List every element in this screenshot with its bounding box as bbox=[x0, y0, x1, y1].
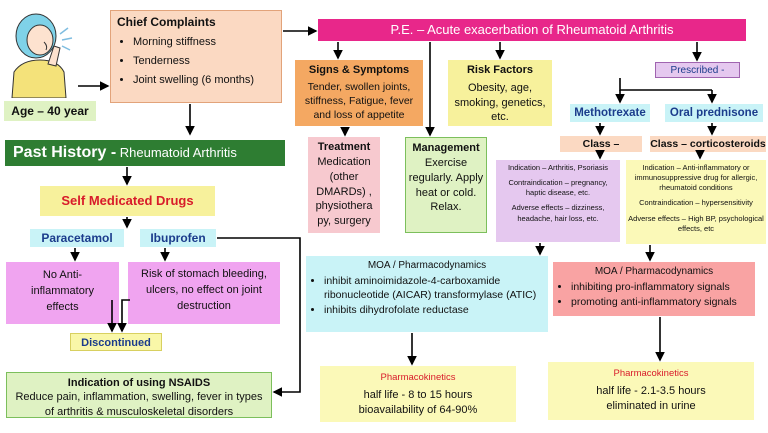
list-item: inhibits dihydrofolate reductase bbox=[324, 304, 544, 318]
methotrexate-details-box: Indication – Arthritis, Psoriasis Contra… bbox=[496, 160, 620, 242]
list-item: promoting anti-inflammatory signals bbox=[571, 296, 751, 310]
methotrexate-pk-title: Pharmacokinetics bbox=[380, 372, 456, 383]
prednisone-adverse: Adverse effects – High BP, psychological… bbox=[628, 213, 764, 233]
prednisone-pk-box: Pharmacokinetics half life - 2.1-3.5 hou… bbox=[548, 362, 754, 420]
methotrexate-moa-title: MOA / Pharmacodynamics bbox=[367, 260, 487, 271]
paracetamol-label: Paracetamol bbox=[30, 229, 124, 247]
chief-complaints-box: Chief Complaints Morning stiffness Tende… bbox=[110, 10, 282, 103]
prednisone-details-box: Indication – Anti-inflammatory or immuno… bbox=[626, 160, 766, 244]
arrow-prescribed-split bbox=[619, 78, 712, 91]
prednisone-pk-line: eliminated in urine bbox=[606, 399, 696, 412]
prednisone-moa-list: inhibiting pro-inflammatory signals prom… bbox=[557, 281, 751, 309]
ibuprofen-label: Ibuprofen bbox=[140, 229, 216, 247]
methotrexate-moa-list: inhibit aminoimidazole-4-carboxamide rib… bbox=[310, 275, 544, 318]
ibuprofen-effect-box: Risk of stomach bleeding, ulcers, no eff… bbox=[128, 262, 280, 324]
pe-banner: P.E. – Acute exacerbation of Rheumatoid … bbox=[318, 19, 746, 41]
nsaids-title: Indication of using NSAIDS bbox=[67, 377, 211, 389]
past-history-value: Rheumatoid Arthritis bbox=[119, 145, 237, 160]
risk-factors-box: Risk Factors Obesity, age, smoking, gene… bbox=[448, 60, 552, 126]
prescribed-box: Prescribed - bbox=[655, 62, 740, 78]
signs-text: Tender, swollen joints, stiffness, Fatig… bbox=[304, 81, 414, 121]
nsaids-text: Reduce pain, inflammation, swelling, fev… bbox=[15, 391, 263, 418]
patient-avatar-icon bbox=[11, 13, 73, 98]
list-item: Joint swelling (6 months) bbox=[133, 74, 275, 88]
methotrexate-adverse: Adverse effects – dizziness, headache, h… bbox=[511, 203, 605, 223]
signs-symptoms-box: Signs & Symptoms Tender, swollen joints,… bbox=[295, 60, 423, 126]
management-title: Management bbox=[412, 142, 480, 154]
paracetamol-effect-box: No Anti-inflammatory effects bbox=[6, 262, 119, 324]
risk-title: Risk Factors bbox=[466, 64, 534, 76]
list-item: inhibiting pro-inflammatory signals bbox=[571, 281, 751, 295]
prednisone-contraindication: Contraindication – hypersensitivity bbox=[639, 198, 753, 208]
list-item: Morning stiffness bbox=[133, 36, 275, 50]
prednisone-moa-box: MOA / Pharmacodynamics inhibiting pro-in… bbox=[553, 262, 755, 316]
prednisone-moa-title: MOA / Pharmacodynamics bbox=[594, 266, 714, 277]
prednisone-pk-title: Pharmacokinetics bbox=[613, 368, 689, 379]
treatment-box: Treatment Medication (other DMARDs) , ph… bbox=[308, 137, 380, 233]
methotrexate-contraindication: Contraindication – pregnancy, haptic dis… bbox=[508, 178, 608, 198]
age-label: Age – 40 year bbox=[4, 101, 96, 121]
past-history-banner: Past History - Rheumatoid Arthritis bbox=[5, 140, 285, 166]
methotrexate-class: Class – DMARDs bbox=[560, 136, 642, 152]
methotrexate-label: Methotrexate bbox=[570, 104, 650, 122]
management-text: Exercise regularly. Apply heat or cold. … bbox=[408, 156, 484, 214]
methotrexate-moa-box: MOA / Pharmacodynamics inhibit aminoimid… bbox=[306, 256, 548, 332]
past-history-label: Past History - bbox=[13, 144, 117, 161]
prednisone-label: Oral prednisone bbox=[665, 104, 763, 122]
discontinued-badge: Discontinued bbox=[70, 333, 162, 351]
nsaids-indication-box: Indication of using NSAIDS Reduce pain, … bbox=[6, 372, 272, 418]
prednisone-pk-line: half life - 2.1-3.5 hours bbox=[596, 384, 706, 397]
patient-illustration bbox=[2, 2, 76, 98]
methotrexate-indication: Indication – Arthritis, Psoriasis bbox=[507, 163, 609, 172]
list-item: Tenderness bbox=[133, 55, 275, 69]
risk-text: Obesity, age, smoking, genetics, etc. bbox=[454, 82, 546, 123]
prednisone-indication: Indication – Anti-inflammatory or immuno… bbox=[634, 163, 758, 193]
chief-complaints-title: Chief Complaints bbox=[117, 15, 216, 29]
treatment-text: Medication (other DMARDs) , physiothera … bbox=[315, 155, 373, 228]
methotrexate-pk-box: Pharmacokinetics half life - 8 to 15 hou… bbox=[320, 366, 516, 422]
chief-complaints-list: Morning stiffness Tenderness Joint swell… bbox=[117, 36, 275, 87]
prednisone-class: Class – corticosteroids bbox=[650, 136, 766, 152]
management-box: Management Exercise regularly. Apply hea… bbox=[405, 137, 487, 233]
treatment-title: Treatment bbox=[317, 141, 371, 153]
methotrexate-pk-line: half life - 8 to 15 hours bbox=[363, 388, 473, 401]
signs-title: Signs & Symptoms bbox=[308, 64, 410, 76]
list-item: inhibit aminoimidazole-4-carboxamide rib… bbox=[324, 275, 544, 302]
methotrexate-pk-line: bioavailability of 64-90% bbox=[358, 403, 478, 416]
self-medicated-box: Self Medicated Drugs bbox=[40, 186, 215, 216]
